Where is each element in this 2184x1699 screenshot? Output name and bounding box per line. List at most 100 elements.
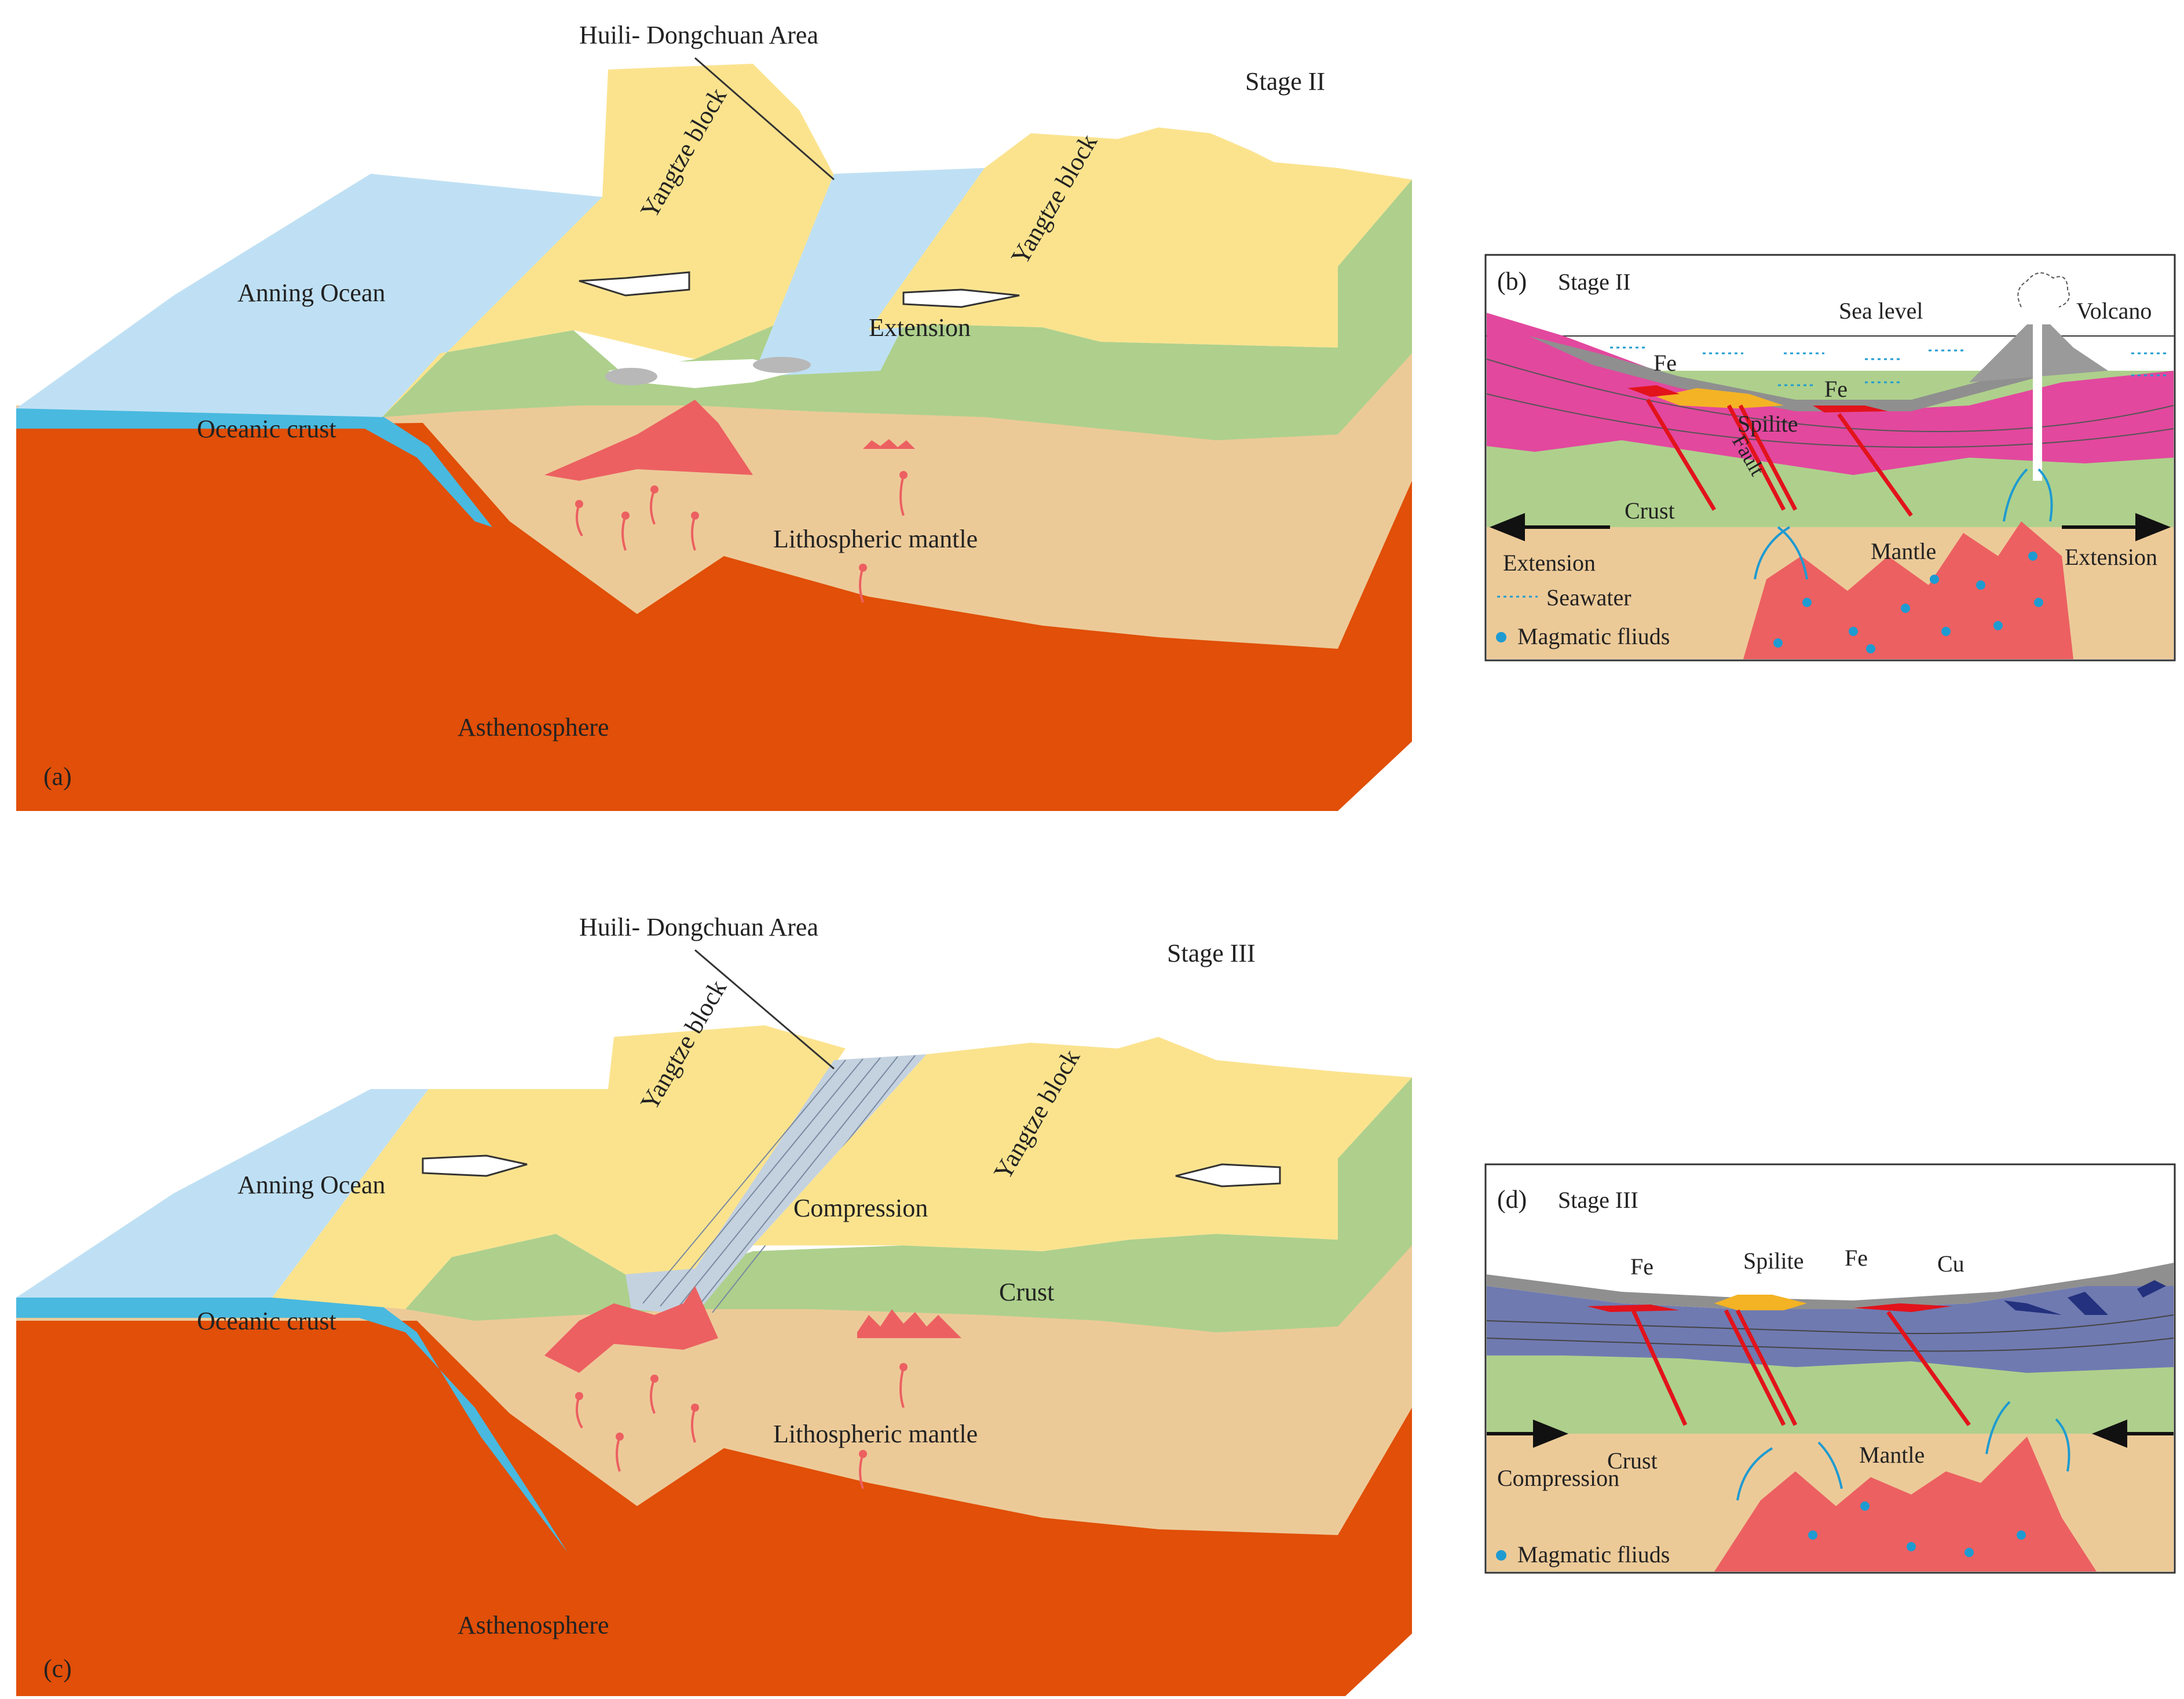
volcanic-layer bbox=[1487, 313, 2174, 475]
oceanic-crust-label: Oceanic crust bbox=[197, 1307, 336, 1335]
fluid-dots bbox=[1773, 551, 2043, 653]
magma-streak bbox=[576, 1366, 905, 1489]
stage-label: Stage III bbox=[1167, 939, 1256, 967]
panel-b: (b) Stage II Sea level Volcano Fe Fe Spi… bbox=[1484, 254, 2176, 662]
fault-lines bbox=[1631, 1309, 1971, 1427]
crust-label: Crust bbox=[1625, 498, 1675, 524]
compression-arrow-right[interactable] bbox=[2091, 1419, 2174, 1448]
oceanic-crust-label: Oceanic crust bbox=[197, 415, 336, 443]
crust bbox=[382, 324, 1338, 440]
legend-fluids-label: Magmatic fliuds bbox=[1517, 1541, 1670, 1568]
ocean-label: Anning Ocean bbox=[237, 1171, 385, 1199]
area-leader-line bbox=[694, 57, 835, 181]
cu-ore-3 bbox=[2137, 1280, 2166, 1298]
extension-arrow-left[interactable] bbox=[1489, 513, 1610, 542]
magma-chamber bbox=[544, 400, 753, 481]
rift-sediment-right bbox=[753, 357, 811, 373]
mantle-label: Lithospheric mantle bbox=[773, 525, 978, 553]
panel-label: (c) bbox=[43, 1654, 72, 1683]
panel-a: Huili- Dongchuan Area Stage II Anning Oc… bbox=[16, 21, 1412, 811]
compression-belt-foliation bbox=[642, 1055, 916, 1313]
fe-ore-left bbox=[1627, 385, 1680, 397]
volcanic-conduit bbox=[2033, 324, 2042, 481]
legend-fluids-symbol bbox=[1496, 1550, 1506, 1561]
mantle-label: Lithospheric mantle bbox=[773, 1420, 978, 1448]
process-label: Compression bbox=[793, 1194, 928, 1222]
extension-left-label: Extension bbox=[1503, 550, 1596, 576]
area-label: Huili- Dongchuan Area bbox=[579, 21, 818, 49]
volcanic-layer bbox=[1487, 1274, 2174, 1373]
cu-ore-2 bbox=[2068, 1292, 2108, 1315]
legend-fluids-symbol bbox=[1496, 632, 1506, 642]
asthenosphere-label: Asthenosphere bbox=[458, 713, 609, 741]
volcano-smoke bbox=[2017, 272, 2070, 308]
compression-belt bbox=[625, 1054, 927, 1315]
spilite-label: Spilite bbox=[1743, 1248, 1803, 1274]
fe-ore-left bbox=[1587, 1305, 1680, 1312]
magma-small bbox=[857, 1309, 961, 1338]
compression-arrow-left[interactable] bbox=[1487, 1419, 1569, 1448]
mantle-label: Mantle bbox=[1859, 1442, 1925, 1468]
fe-label-2: Fe bbox=[1845, 1245, 1868, 1271]
spilite-ore bbox=[1714, 1295, 1807, 1310]
yangtze-block-right bbox=[869, 127, 1412, 348]
panel-label: (d) bbox=[1497, 1185, 1527, 1214]
fe-ore-right bbox=[1853, 1303, 1952, 1312]
ocean-surface bbox=[16, 174, 602, 417]
compression-arrow-right[interactable] bbox=[1175, 1163, 1281, 1188]
magma-body bbox=[1743, 521, 2073, 659]
spilite-label: Spilite bbox=[1737, 411, 1798, 437]
stage-label: Stage II bbox=[1558, 269, 1631, 295]
fe-label-2: Fe bbox=[1824, 376, 1848, 402]
asthenosphere-right-face bbox=[1338, 481, 1412, 811]
extension-right-label: Extension bbox=[2065, 544, 2157, 570]
fluid-arrows bbox=[1754, 468, 2053, 580]
extension-arrow-right[interactable] bbox=[902, 288, 1020, 308]
magma-small bbox=[863, 439, 915, 449]
fluid-dots bbox=[1808, 1501, 2026, 1557]
crust-right-face bbox=[1338, 1077, 1412, 1327]
asthenosphere-right-face bbox=[1338, 1408, 1412, 1699]
fluid-arrows bbox=[1736, 1401, 2070, 1501]
crust-right-face bbox=[1338, 180, 1412, 434]
extension-arrow-left[interactable] bbox=[579, 271, 690, 297]
magma-streak bbox=[576, 474, 905, 603]
stage-label: Stage III bbox=[1558, 1187, 1638, 1213]
volcano-label: Volcano bbox=[2076, 298, 2152, 324]
panel-label: (b) bbox=[1497, 267, 1527, 295]
cu-label: Cu bbox=[1937, 1251, 1964, 1277]
sediment-layer bbox=[1487, 1263, 2174, 1309]
legend-fluids-label: Magmatic fliuds bbox=[1517, 623, 1670, 649]
ocean-label: Anning Ocean bbox=[237, 279, 385, 307]
mantle-label: Mantle bbox=[1871, 538, 1936, 564]
asthenosphere bbox=[16, 423, 1338, 811]
fault-lines bbox=[1646, 399, 1913, 517]
compression-label: Compression bbox=[1497, 1465, 1619, 1491]
compression-arrow-left[interactable] bbox=[422, 1154, 528, 1177]
cu-ore bbox=[2004, 1300, 2062, 1315]
volcanic-strata bbox=[1486, 359, 2174, 448]
seawater-marks bbox=[1610, 346, 2166, 386]
crust-label: Crust bbox=[999, 1278, 1054, 1306]
yangtze-block-left bbox=[382, 64, 846, 417]
yangtze-block-right bbox=[753, 1037, 1412, 1251]
magma-chamber bbox=[544, 1286, 718, 1373]
yangtze-block-left bbox=[272, 1025, 846, 1309]
rift-ocean bbox=[753, 168, 985, 377]
fe-ore-right bbox=[1813, 405, 1888, 412]
area-label: Huili- Dongchuan Area bbox=[579, 913, 818, 941]
panel-c: Huili- Dongchuan Area Stage III Anning O… bbox=[16, 913, 1412, 1699]
asthenosphere-label: Asthenosphere bbox=[458, 1611, 609, 1639]
stage-label: Stage II bbox=[1245, 67, 1325, 96]
legend-seawater-label: Seawater bbox=[1546, 584, 1631, 611]
extension-arrow-right[interactable] bbox=[2062, 513, 2171, 542]
volcanic-strata bbox=[1486, 1314, 2174, 1352]
area-leader-line bbox=[694, 949, 835, 1070]
oceanic-crust bbox=[16, 408, 492, 527]
ocean-surface bbox=[16, 1089, 429, 1298]
spilite-ore bbox=[1656, 388, 1784, 408]
rift-floor bbox=[608, 359, 799, 388]
asthenosphere bbox=[16, 1321, 1338, 1699]
crust-label: Crust bbox=[1607, 1448, 1658, 1474]
